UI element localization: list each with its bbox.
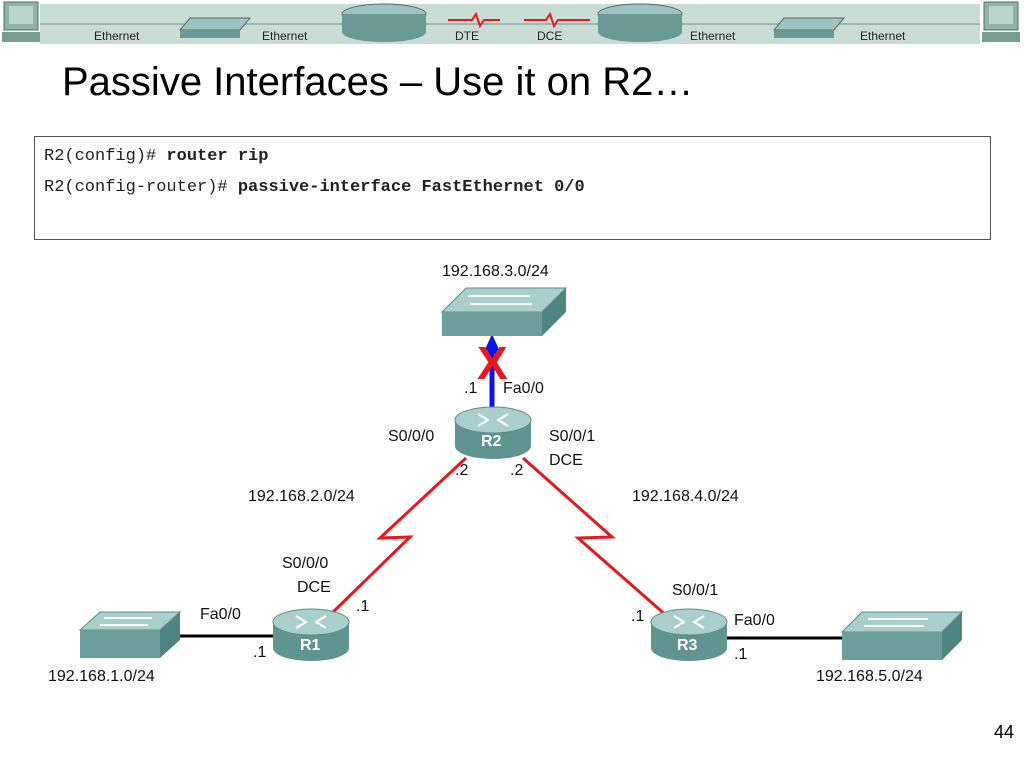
banner-label: DTE	[455, 29, 479, 43]
network-left-serial-label: 192.168.2.0/24	[248, 488, 355, 505]
r2-s0-label: S0/0/0	[388, 428, 435, 445]
banner-label: Ethernet	[690, 29, 736, 43]
command-box: R2(config)# router rip R2(config-router)…	[34, 136, 991, 240]
banner-label: DCE	[537, 29, 562, 43]
r2-s1-host-label: .2	[510, 462, 524, 479]
r3-s1-label: S0/0/1	[672, 582, 719, 599]
r1-fa-label: Fa0/0	[200, 606, 241, 623]
switch-right-icon	[840, 611, 964, 660]
banner-label: Ethernet	[262, 29, 308, 43]
r2-s1-label: S0/0/1	[549, 428, 596, 445]
r1-s0-host-label: .1	[356, 598, 370, 615]
command-line-2: R2(config-router)# passive-interface Fas…	[44, 178, 585, 197]
link-r2-r3-serial	[522, 456, 669, 619]
network-top-label: 192.168.3.0/24	[442, 263, 549, 280]
command-prompt: R2(config-router)#	[44, 178, 238, 197]
slide-title: Passive Interfaces – Use it on R2…	[62, 60, 694, 104]
r3-fa-host-label: .1	[734, 646, 748, 663]
router-r3-label: R3	[677, 637, 698, 654]
network-left-lan-label: 192.168.1.0/24	[48, 668, 155, 685]
r1-s0-label: S0/0/0	[282, 555, 329, 572]
r2-s1-dce-label: DCE	[549, 452, 583, 469]
network-right-lan-label: 192.168.5.0/24	[816, 668, 923, 685]
top-banner: Ethernet Ethernet DTE DCE Ethernet Ether…	[0, 0, 1024, 48]
switch-left-icon	[78, 611, 182, 658]
r3-fa-label: Fa0/0	[734, 612, 775, 629]
r1-s0-dce-label: DCE	[297, 579, 331, 596]
command-prompt: R2(config)#	[44, 147, 167, 166]
router-r2-icon	[454, 406, 532, 459]
r2-fa-host-label: .1	[464, 380, 478, 397]
banner-label: Ethernet	[860, 29, 906, 43]
command-text: router rip	[166, 147, 269, 166]
blocked-x-mark: X	[477, 337, 508, 389]
banner-router-left-icon	[341, 3, 427, 42]
r3-s1-host-label: .1	[631, 608, 645, 625]
page-number: 44	[993, 722, 1014, 742]
banner-pc-right-icon	[982, 1, 1020, 42]
banner-pc-left-icon	[2, 1, 40, 42]
r2-s0-host-label: .2	[455, 462, 469, 479]
link-r1-r2-serial	[328, 456, 468, 617]
banner-switch-left-icon	[178, 17, 252, 38]
network-right-serial-label: 192.168.4.0/24	[632, 488, 739, 505]
r2-fa-label: Fa0/0	[503, 380, 544, 397]
switch-top-icon	[440, 287, 568, 336]
router-r3-icon	[650, 608, 728, 661]
network-topology	[78, 287, 964, 661]
router-r1-label: R1	[300, 637, 321, 654]
blue-arrow-head	[483, 334, 501, 354]
router-r2-label: R2	[481, 433, 502, 450]
command-line-1: R2(config)# router rip	[44, 147, 268, 166]
command-text: passive-interface FastEthernet 0/0	[237, 178, 585, 197]
banner-router-right-icon	[597, 3, 683, 42]
banner-switch-right-icon	[772, 17, 846, 38]
r1-fa-host-label: .1	[253, 644, 267, 661]
banner-label: Ethernet	[94, 29, 140, 43]
router-r1-icon	[272, 608, 350, 661]
